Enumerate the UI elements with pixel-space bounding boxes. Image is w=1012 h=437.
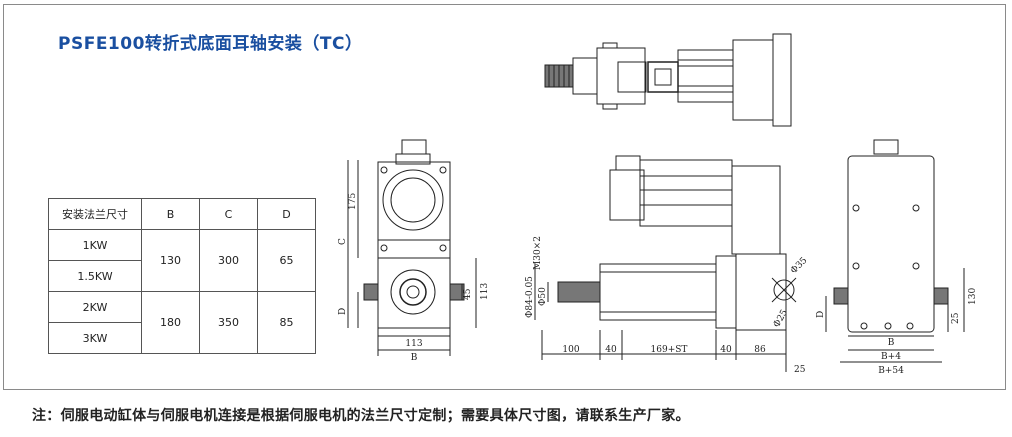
dim-front-113: 113 bbox=[405, 339, 422, 349]
value-cell-c: 350 bbox=[199, 291, 258, 354]
dim-side-40b: 40 bbox=[720, 345, 732, 355]
page-title: PSFE100转折式底面耳轴安装（TC） bbox=[58, 34, 363, 54]
power-cell: 3KW bbox=[48, 322, 142, 354]
rod-end bbox=[572, 57, 598, 95]
dim-end-25: 25 bbox=[951, 312, 961, 324]
motor bbox=[639, 159, 733, 227]
dim-side-phi84: Φ84-0.05 bbox=[525, 276, 535, 318]
dim-front-113b: 113 bbox=[480, 283, 490, 300]
front-view bbox=[347, 139, 477, 356]
motor-port bbox=[647, 61, 679, 93]
dim-front-45: 45 bbox=[463, 288, 473, 300]
dim-side-phi50: Φ50 bbox=[538, 287, 548, 306]
dim-side-100: 100 bbox=[562, 345, 579, 355]
cylinder-block bbox=[377, 257, 451, 329]
dim-side-phi35: Φ35 bbox=[789, 256, 810, 277]
rod bbox=[557, 281, 601, 303]
dim-side-m30: M30×2 bbox=[533, 236, 543, 270]
dim-side-40a: 40 bbox=[605, 345, 617, 355]
trunnion-right bbox=[449, 283, 465, 301]
value-cell-d: 85 bbox=[257, 291, 316, 354]
table-header-cell: D bbox=[257, 198, 316, 230]
dim-front-C: C bbox=[338, 238, 348, 245]
top-view bbox=[544, 33, 792, 127]
motor-flange-body bbox=[732, 39, 774, 121]
cylinder-head bbox=[596, 47, 646, 105]
trunnion-left bbox=[363, 283, 379, 301]
dim-side-st: 169+ST bbox=[651, 345, 688, 355]
flange-size-table: 安装法兰尺寸 B C D 1KW 130 300 65 1.5KW 2KW 18… bbox=[48, 198, 316, 354]
dim-end-D: D bbox=[816, 311, 826, 318]
dim-end-B54: B+54 bbox=[878, 366, 904, 376]
table-row: 2KW 180 350 85 bbox=[48, 291, 316, 354]
body bbox=[677, 49, 734, 103]
table-row: 3KW bbox=[48, 322, 316, 354]
power-cell: 1.5KW bbox=[48, 260, 142, 292]
end-body bbox=[847, 155, 935, 333]
footer-note: 注：伺服电动缸体与伺服电机连接是根据伺服电机的法兰尺寸定制；需要具体尺寸图，请联… bbox=[32, 408, 690, 424]
dim-front-175: 175 bbox=[348, 193, 358, 210]
gear-box bbox=[617, 61, 647, 93]
power-cell: 1KW bbox=[48, 229, 142, 261]
dim-front-B: B bbox=[411, 353, 418, 363]
value-cell-b: 180 bbox=[141, 291, 200, 354]
dim-end-B: B bbox=[888, 338, 895, 348]
table-header-cell: 安装法兰尺寸 bbox=[48, 198, 142, 230]
dim-front-D: D bbox=[338, 308, 348, 315]
dim-side-phi25: Φ25 bbox=[772, 308, 790, 330]
dim-side-25: 25 bbox=[794, 365, 806, 375]
motor-flange bbox=[772, 33, 792, 127]
power-cell: 2KW bbox=[48, 291, 142, 323]
side-view bbox=[534, 155, 797, 372]
end-view bbox=[825, 139, 965, 363]
dim-end-130: 130 bbox=[968, 288, 978, 305]
table-row: 1.5KW bbox=[48, 260, 316, 292]
dim-end-B4: B+4 bbox=[881, 352, 901, 362]
dim-side-86: 86 bbox=[754, 345, 766, 355]
motor-block bbox=[377, 161, 451, 259]
